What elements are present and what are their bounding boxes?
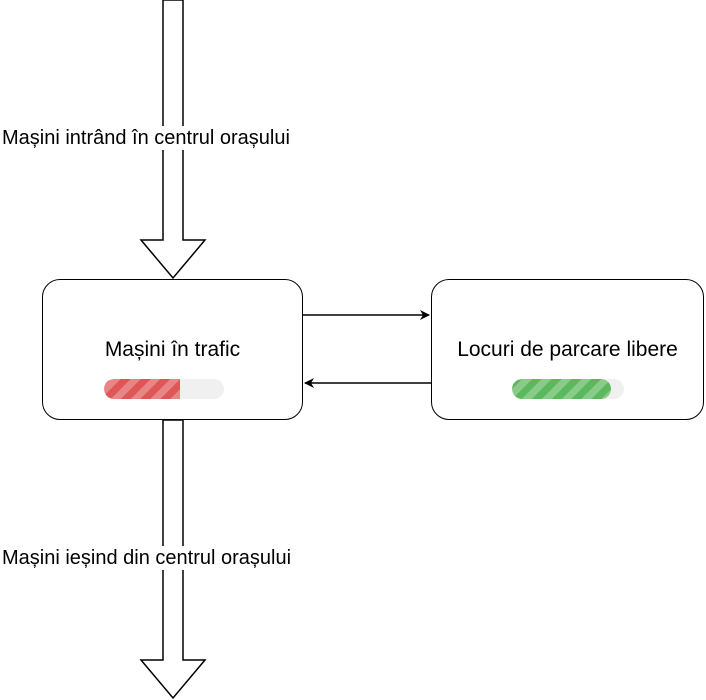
node-free-parking-label: Locuri de parcare libere	[457, 338, 678, 361]
inflow-label: Mașini intrând în centrul orașului	[2, 126, 290, 150]
node-cars-in-traffic-label: Mașini în trafic	[104, 338, 241, 361]
parking-level-fill	[512, 379, 611, 399]
node-free-parking: Locuri de parcare libere	[431, 279, 704, 420]
traffic-level-fill	[104, 379, 180, 399]
traffic-level-bar	[104, 379, 224, 399]
node-cars-in-traffic: Mașini în trafic	[42, 279, 303, 420]
parking-level-bar	[512, 379, 624, 399]
outflow-label: Mașini ieșind din centrul orașului	[2, 546, 292, 570]
